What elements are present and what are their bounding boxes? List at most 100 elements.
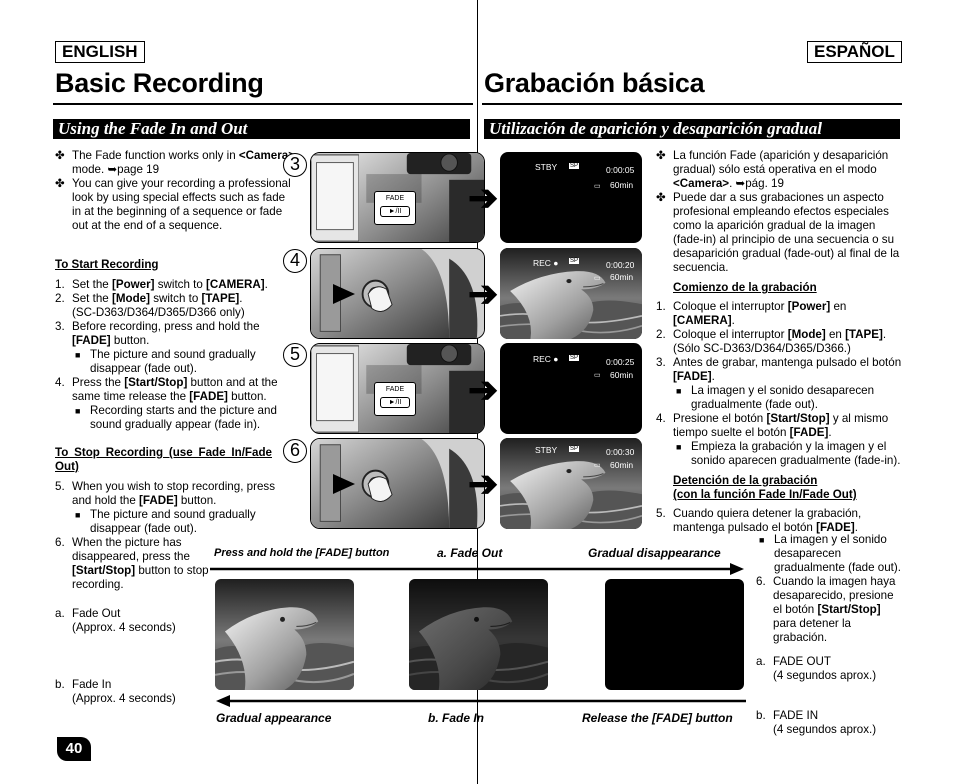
step-3-spanish: 3.Antes de grabar, mantenga pulsado el b… [656,356,902,411]
step-number-4: 4 [283,249,307,273]
step-5-spanish: 5.Cuando quiera detener la grabación, ma… [656,507,862,534]
step-5a-spanish: ■La imagen y el sonido desaparecen gradu… [759,533,901,574]
fade-in-arrow [216,695,746,707]
step-number-3: 3 [283,153,307,177]
start-steps-english: 1.Set the [Power] switch to [CAMERA]. 2.… [55,278,295,432]
lcd-tape-speed: SP [569,355,580,361]
lcd-remaining: 60min [610,272,634,282]
language-tag-spanish: ESPAÑOL [807,41,902,63]
step-3-english: 3.Before recording, press and hold the [… [55,320,260,375]
square-bullet-icon: ■ [759,535,765,545]
title-rule-left [53,103,473,105]
step-5-english: 5.When you wish to stop recording, press… [55,480,275,535]
press-arrow-icon [333,474,355,494]
right-arrow-icon: ➔ [468,177,499,218]
lcd-timecode: 0:00:25 [606,357,635,367]
lcd-mode: REC ● [533,258,559,268]
step-1-english: 1.Set the [Power] switch to [CAMERA]. [55,278,268,291]
clover-bullet-icon: ✤ [55,149,65,162]
camera-image-step-3: FADE ►/II [310,152,485,243]
language-tag-english: ENGLISH [55,41,145,63]
intro-bullet-1-es: ✤ La función Fade (aparición y desaparic… [656,149,889,190]
section-title-english: Using the Fade In and Out [53,119,470,139]
lcd-mode: STBY [535,445,558,455]
lcd-timecode: 0:00:20 [606,260,635,270]
intro-bullet-2-es: ✤ Puede dar a sus grabaciones un aspecto… [656,191,900,274]
page-title-english: Basic Recording [55,68,264,98]
tape-icon: ▭ [594,275,601,282]
tape-icon: ▭ [594,183,601,190]
dolphin-image-dim [409,579,548,690]
intro-bullet-2: ✤ You can give your recording a professi… [55,177,291,232]
fade-out-arrow [210,563,744,575]
lcd-tape-speed: SP [569,258,580,264]
play-pause-button: ►/II [380,206,410,217]
camera-image-step-5: FADE ►/II [310,343,485,434]
caption-fade-in: b. Fade In [428,711,485,725]
dolphin-image-full [215,579,354,690]
note-b-spanish: b.FADE IN(4 segundos aprox.) [756,709,877,736]
step-2-spanish: 2.Coloque el interruptor [Mode] en [TAPE… [656,328,887,355]
lcd-screen-step-3: STBY SP 0:00:05 ▭ 60min [500,152,642,243]
clover-bullet-icon: ✤ [55,177,65,190]
heading-start-recording-english: To Start Recording [55,258,159,271]
note-a-english: a.Fade Out(Approx. 4 seconds) [55,607,176,634]
lcd-remaining: 60min [610,180,634,190]
square-bullet-icon: ■ [75,406,81,416]
square-bullet-icon: ■ [75,510,81,520]
heading-stop-recording-english: To Stop Recording (use Fade In/Fade Out) [55,446,272,473]
lcd-timecode: 0:00:05 [606,165,635,175]
press-arrow-icon [333,284,355,304]
page-title-spanish: Grabación básica [484,68,705,98]
section-title-spanish: Utilización de aparición y desaparición … [484,119,900,139]
lcd-remaining: 60min [610,460,634,470]
start-steps-spanish: 1.Coloque el interruptor [Power] en [CAM… [656,300,902,468]
step-number-6: 6 [283,439,307,463]
right-arrow-icon: ➔ [468,369,499,410]
step-1-spanish: 1.Coloque el interruptor [Power] en [CAM… [656,300,847,327]
caption-gradual-appearance: Gradual appearance [216,711,332,725]
fade-button-callout: FADE ►/II [374,382,416,416]
note-a-spanish: a.FADE OUT(4 segundos aprox.) [756,655,877,682]
square-bullet-icon: ■ [676,386,682,396]
heading-start-recording-spanish: Comienzo de la grabación [673,281,817,294]
lcd-remaining: 60min [610,370,634,380]
right-arrow-icon: ➔ [468,463,499,504]
step-4-english: 4.Press the [Start/Stop] button and at t… [55,376,278,431]
clover-bullet-icon: ✤ [656,191,666,204]
lcd-mode: STBY [535,162,558,172]
lcd-tape-speed: SP [569,163,580,169]
stop-steps-english: 5.When you wish to stop recording, press… [55,480,295,592]
square-bullet-icon: ■ [676,442,682,452]
camera-image-step-4 [310,248,485,339]
tape-icon: ▭ [594,372,601,379]
lcd-tape-speed: SP [569,446,580,452]
black-screen-image [605,579,744,690]
step-number-5: 5 [283,343,307,367]
note-b-english: b.Fade In(Approx. 4 seconds) [55,678,176,705]
play-pause-button: ►/II [380,397,410,408]
caption-fade-out: a. Fade Out [437,546,503,560]
fade-label: FADE [385,386,405,393]
caption-gradual-disappearance: Gradual disappearance [588,546,721,560]
intro-bullet-1: ✤ The Fade function works only in <Camer… [55,149,295,176]
lcd-mode: REC ● [533,354,559,364]
right-arrow-icon: ➔ [468,273,499,314]
step-6-english: 6.When the picture has disappeared, pres… [55,536,209,591]
intro-spanish: ✤ La función Fade (aparición y desaparic… [656,149,902,275]
step-4-spanish: 4.Presione el botón [Start/Stop] y al mi… [656,412,901,467]
intro-english: ✤ The Fade function works only in <Camer… [55,149,295,233]
heading-stop-recording-spanish: Detención de la grabación(con la función… [673,474,857,501]
fade-label: FADE [385,195,405,202]
lcd-screen-step-6: STBY SP 0:00:30 ▭ 60min [500,438,642,529]
lcd-screen-step-5: REC ● SP 0:00:25 ▭ 60min [500,343,642,434]
page-number: 40 [57,737,91,761]
clover-bullet-icon: ✤ [656,149,666,162]
caption-press-hold-fade: Press and hold the [FADE] button [214,547,390,559]
camera-image-step-6 [310,438,485,529]
fade-button-callout: FADE ►/II [374,191,416,225]
square-bullet-icon: ■ [75,350,81,360]
caption-release-fade: Release the [FADE] button [582,711,733,725]
lcd-timecode: 0:00:30 [606,447,635,457]
step-2-english: 2.Set the [Mode] switch to [TAPE].(SC-D3… [55,292,245,319]
